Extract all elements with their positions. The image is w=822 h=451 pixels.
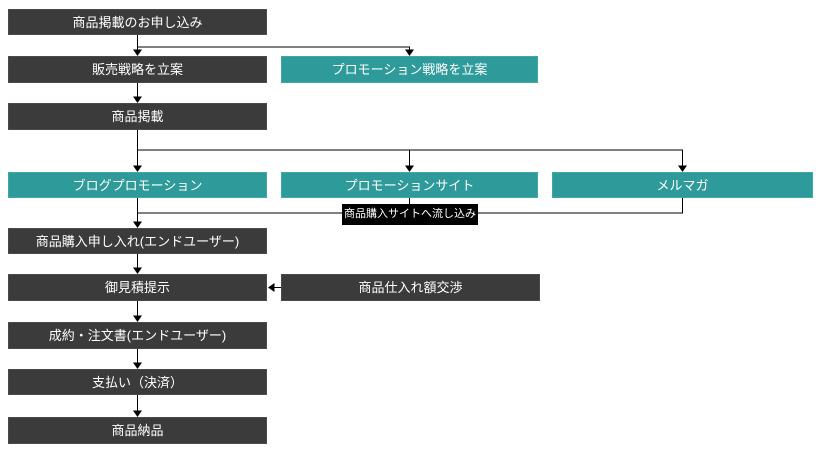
node-promotion-strategy-label: プロモーション戦略を立案 (331, 62, 488, 77)
node-purchase-request: 商品購入申し入れ(エンドユーザー) (8, 228, 267, 254)
node-contract-order-label: 成約・注文書(エンドユーザー) (48, 328, 227, 343)
node-funnel-note: 商品購入サイトへ流し込み (342, 204, 478, 225)
node-sales-strategy: 販売戦略を立案 (8, 56, 267, 83)
node-funnel-note-label: 商品購入サイトへ流し込み (344, 208, 476, 220)
node-blog-promotion: ブログプロモーション (8, 172, 267, 198)
node-product-listing-label: 商品掲載 (111, 109, 164, 124)
node-contract-order: 成約・注文書(エンドユーザー) (8, 322, 267, 349)
node-quotation-label: 御見積提示 (104, 280, 170, 295)
node-payment-label: 支払い（決済） (91, 374, 183, 390)
node-quotation: 御見積提示 (8, 274, 267, 301)
node-promotion-site: プロモーションサイト (281, 172, 538, 198)
node-listing-application-label: 商品掲載のお申し込み (72, 14, 203, 30)
node-delivery: 商品納品 (8, 417, 267, 444)
node-promotion-strategy: プロモーション戦略を立案 (281, 56, 538, 83)
node-mail-magazine: メルマガ (552, 172, 813, 198)
node-listing-application: 商品掲載のお申し込み (8, 9, 267, 35)
node-mail-magazine-label: メルマガ (656, 177, 709, 193)
node-delivery-label: 商品納品 (111, 423, 164, 438)
node-promotion-site-label: プロモーションサイト (344, 177, 475, 193)
node-sales-strategy-label: 販売戦略を立案 (91, 62, 183, 77)
node-payment: 支払い（決済） (8, 369, 267, 395)
node-price-negotiation: 商品仕入れ額交渉 (281, 274, 540, 301)
node-purchase-request-label: 商品購入申し入れ(エンドユーザー) (35, 233, 240, 249)
node-product-listing: 商品掲載 (8, 103, 267, 130)
node-blog-promotion-label: ブログプロモーション (72, 177, 203, 193)
node-price-negotiation-label: 商品仕入れ額交渉 (358, 280, 463, 295)
